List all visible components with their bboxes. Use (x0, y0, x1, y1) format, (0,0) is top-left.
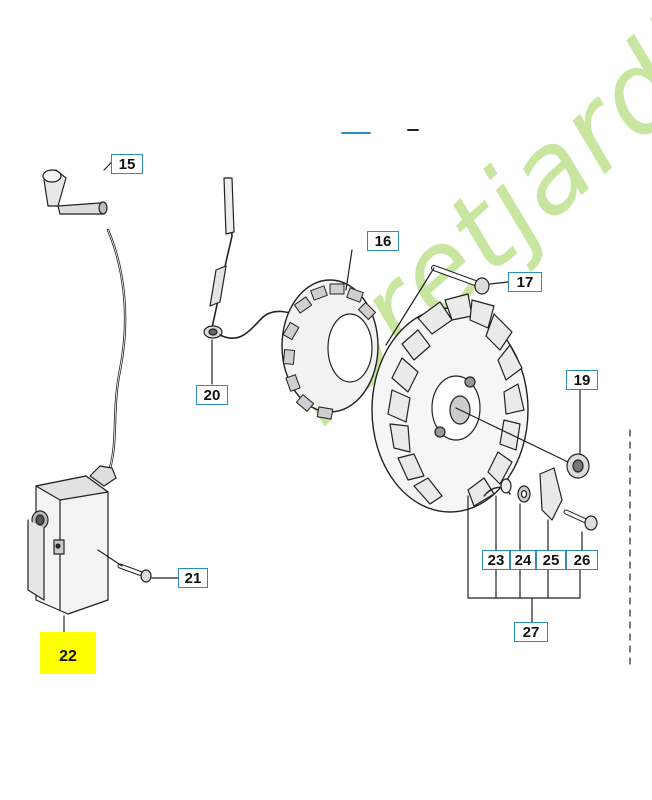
callout-22: 22 (40, 632, 96, 674)
callout-26: 26 (566, 550, 598, 570)
callout-15: 15 (111, 154, 143, 174)
leader-lines (63, 495, 583, 633)
callout-23: 23 (482, 550, 510, 570)
small-parts (483, 467, 598, 531)
callout-24: 24 (510, 550, 536, 570)
flywheel (371, 293, 529, 513)
ignition-module (27, 465, 117, 615)
spark-plug-boot (42, 162, 112, 215)
callout-19: 19 (566, 370, 598, 390)
callout-16: 16 (367, 231, 399, 251)
nut-19 (455, 389, 590, 479)
screw-21 (117, 563, 152, 583)
wire-20 (203, 177, 306, 385)
screw-17 (385, 265, 509, 346)
callout-17: 17 (508, 272, 542, 292)
callout-27: 27 (514, 622, 548, 642)
stator (281, 249, 379, 420)
callout-21: 21 (178, 568, 208, 588)
callout-25: 25 (536, 550, 566, 570)
callout-20: 20 (196, 385, 228, 405)
